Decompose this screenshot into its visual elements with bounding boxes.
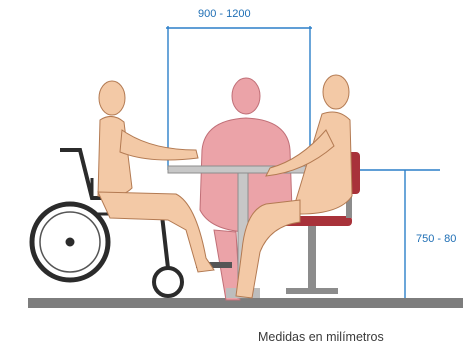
table-width-dimension-label: 900 - 1200 (198, 8, 251, 20)
right-figure (235, 74, 353, 299)
floor (28, 298, 463, 308)
caption: Medidas en milímetros (258, 330, 384, 344)
table-height-dimension-label: 750 - 80 (416, 233, 457, 245)
height-dimension (355, 169, 440, 298)
left-figure (97, 80, 215, 273)
